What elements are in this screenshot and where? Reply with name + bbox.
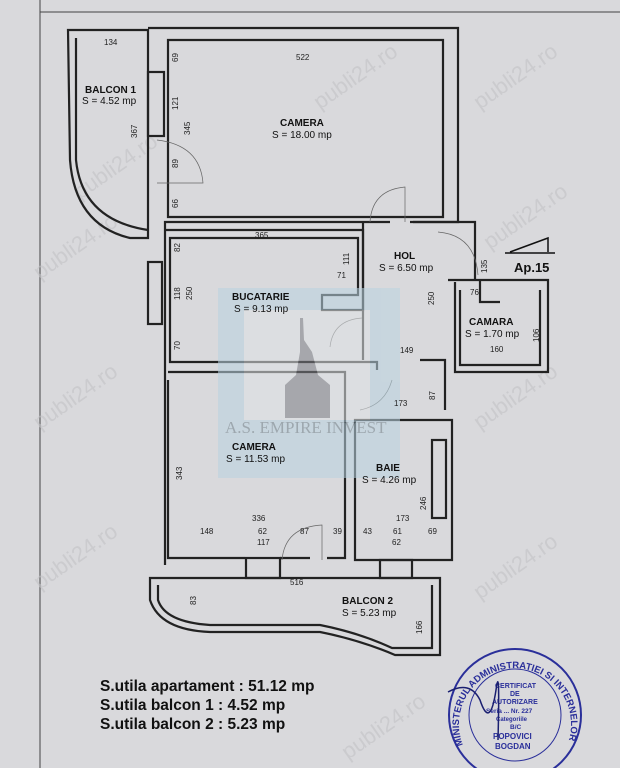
svg-text:246: 246 <box>419 496 428 510</box>
room-area: S = 9.13 mp <box>234 304 289 315</box>
room-area: S = 4.26 mp <box>362 475 417 486</box>
svg-text:522: 522 <box>296 53 310 62</box>
room-area: S = 6.50 mp <box>379 263 434 274</box>
svg-text:173: 173 <box>394 399 408 408</box>
svg-text:82: 82 <box>173 243 182 252</box>
svg-text:A.S. EMPIRE INVEST: A.S. EMPIRE INVEST <box>225 418 387 437</box>
svg-text:367: 367 <box>130 124 139 138</box>
area-summary: S.utila apartament : 51.12 mp S.utila ba… <box>100 677 315 734</box>
room-area: S = 1.70 mp <box>465 329 520 340</box>
svg-text:135: 135 <box>480 259 489 273</box>
svg-text:343: 343 <box>175 466 184 480</box>
room-area: S = 5.23 mp <box>342 608 397 619</box>
company-logo: A.S. EMPIRE INVEST <box>218 288 400 478</box>
svg-text:117: 117 <box>257 538 270 547</box>
room-name: CAMERA <box>232 442 276 453</box>
svg-text:61: 61 <box>393 527 402 536</box>
svg-text:69: 69 <box>428 527 437 536</box>
summary-balcony-1: S.utila balcon 1 : 4.52 mp <box>100 697 286 714</box>
svg-text:Categoriile: Categoriile <box>496 717 528 723</box>
svg-text:365: 365 <box>255 231 269 240</box>
svg-text:43: 43 <box>363 527 372 536</box>
svg-text:250: 250 <box>185 286 194 300</box>
room-name: CAMARA <box>469 317 513 328</box>
svg-text:publi24.ro: publi24.ro <box>29 208 123 284</box>
svg-text:70: 70 <box>173 341 182 350</box>
svg-text:CERTIFICAT: CERTIFICAT <box>495 683 537 690</box>
room-area: S = 4.52 mp <box>82 96 137 107</box>
svg-text:Seria ... Nr. 227: Seria ... Nr. 227 <box>486 708 533 715</box>
svg-text:83: 83 <box>189 596 198 605</box>
room-labels: BALCON 1 S = 4.52 mp CAMERA S = 18.00 mp… <box>82 85 520 619</box>
svg-text:118: 118 <box>173 287 182 300</box>
svg-text:AUTORIZARE: AUTORIZARE <box>492 699 538 706</box>
dimension-labels: 134 522 69 121 345 367 89 66 365 82 118 … <box>104 38 541 634</box>
svg-text:106: 106 <box>532 328 541 342</box>
svg-text:87: 87 <box>300 527 309 536</box>
svg-text:160: 160 <box>490 345 504 354</box>
svg-text:173: 173 <box>396 514 410 523</box>
summary-balcony-2: S.utila balcon 2 : 5.23 mp <box>100 716 286 733</box>
svg-text:BOGDAN: BOGDAN <box>495 742 531 751</box>
svg-text:publi24.ro: publi24.ro <box>309 38 403 114</box>
apartment-label: Ap.15 <box>514 260 549 275</box>
authorization-stamp: MINISTERUL ADMINISTRATIEI SI INTERNELOR … <box>447 648 582 768</box>
room-name: BALCON 1 <box>85 85 137 96</box>
svg-text:publi24.ro: publi24.ro <box>479 178 573 254</box>
svg-text:76: 76 <box>470 288 479 297</box>
entrance-arrow-icon <box>505 236 555 254</box>
svg-text:89: 89 <box>171 159 180 168</box>
svg-text:111: 111 <box>342 252 351 265</box>
svg-text:B/C: B/C <box>510 724 522 731</box>
signature <box>447 681 500 741</box>
svg-text:publi24.ro: publi24.ro <box>469 38 563 114</box>
svg-text:516: 516 <box>290 578 304 587</box>
room-name: BUCATARIE <box>232 292 290 303</box>
svg-text:62: 62 <box>392 538 401 547</box>
svg-text:345: 345 <box>183 121 192 135</box>
room-area: S = 11.53 mp <box>226 454 285 465</box>
svg-text:149: 149 <box>400 346 414 355</box>
room-name: BAIE <box>376 463 400 474</box>
svg-text:134: 134 <box>104 38 118 47</box>
room-name: HOL <box>394 251 415 262</box>
summary-apartment: S.utila apartament : 51.12 mp <box>100 678 315 695</box>
svg-text:POPOVICI: POPOVICI <box>493 732 532 741</box>
room-name: BALCON 2 <box>342 596 394 607</box>
svg-text:publi24.ro: publi24.ro <box>29 358 123 434</box>
svg-text:publi24.ro: publi24.ro <box>469 528 563 604</box>
svg-text:148: 148 <box>200 527 214 536</box>
svg-text:publi24.ro: publi24.ro <box>29 518 123 594</box>
svg-text:DE: DE <box>510 691 520 698</box>
svg-text:publi24.ro: publi24.ro <box>337 688 431 764</box>
svg-text:336: 336 <box>252 514 266 523</box>
svg-text:250: 250 <box>427 291 436 305</box>
svg-text:121: 121 <box>171 96 180 110</box>
svg-text:166: 166 <box>415 620 424 634</box>
svg-text:62: 62 <box>258 527 267 536</box>
svg-text:71: 71 <box>337 271 346 280</box>
room-name: CAMERA <box>280 118 324 129</box>
svg-text:69: 69 <box>171 53 180 62</box>
svg-text:87: 87 <box>428 391 437 400</box>
room-area: S = 18.00 mp <box>272 130 332 141</box>
svg-text:66: 66 <box>171 199 180 208</box>
svg-text:39: 39 <box>333 527 342 536</box>
